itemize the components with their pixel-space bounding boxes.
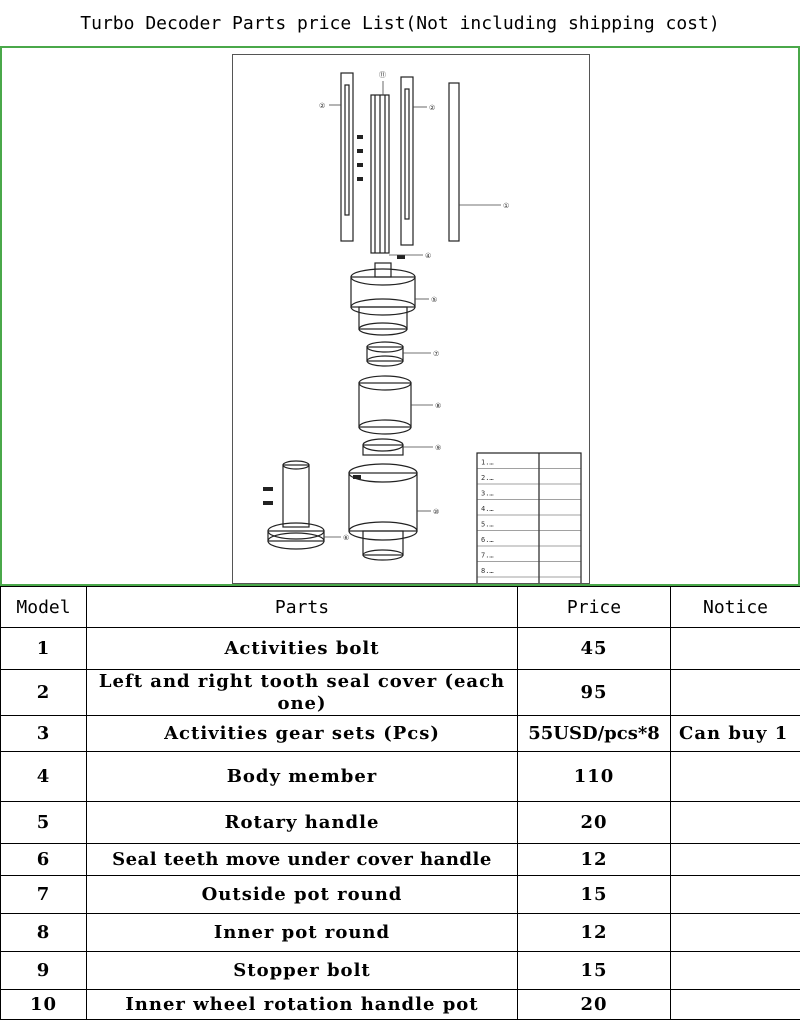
table-row: 3 Activities gear sets (Pcs) 55USD/pcs*8…: [1, 716, 800, 752]
cell-part: Outside pot round: [87, 876, 518, 914]
legend-item: 7.…: [481, 552, 494, 560]
legend-rows: 1.…2.…3.…4.…5.…6.…7.…8.…9.…10.…: [477, 459, 581, 584]
table-row: 6 Seal teeth move under cover handle 12: [1, 844, 800, 876]
callout-1: ①: [503, 202, 509, 210]
table-row: 8 Inner pot round 12: [1, 914, 800, 952]
activities-bolt-part: [449, 83, 459, 241]
table-row: 1 Activities bolt 45: [1, 628, 800, 670]
cell-price: 95: [518, 670, 671, 716]
legend-item: 9.…: [481, 583, 494, 584]
exploded-view-drawing: ② ② ① ④ ⑤ ⑦ ⑧ ⑨ ⑩ ⑥ ⑪ 1.… 2.… 3.… 4.… 5.… 6.……: [233, 55, 589, 583]
cell-model: 4: [1, 752, 87, 802]
cell-part: Rotary handle: [87, 802, 518, 844]
cell-price: 15: [518, 952, 671, 990]
callout-5: ⑤: [431, 296, 437, 304]
callout-7: ⑦: [433, 350, 439, 358]
cell-notice: [671, 752, 800, 802]
table-row: 9 Stopper bolt 15: [1, 952, 800, 990]
legend-item: 5.…: [481, 521, 494, 529]
cell-notice: [671, 670, 800, 716]
cell-model: 2: [1, 670, 87, 716]
page-title: Turbo Decoder Parts price List(Not inclu…: [0, 0, 800, 46]
cell-price: 12: [518, 914, 671, 952]
cell-price: 55USD/pcs*8: [518, 716, 671, 752]
cell-model: 6: [1, 844, 87, 876]
header-parts: Parts: [87, 587, 518, 628]
legend-item: 1.…: [481, 459, 494, 467]
cell-part: Seal teeth move under cover handle: [87, 844, 518, 876]
cell-notice: [671, 628, 800, 670]
header-notice: Notice: [671, 587, 800, 628]
legend-table-frame: [477, 453, 581, 583]
parts-price-table: Model Parts Price Notice 1 Activities bo…: [0, 586, 800, 1020]
callout-8: ⑧: [435, 402, 441, 410]
cell-notice: [671, 990, 800, 1020]
callout-11: ⑪: [379, 71, 386, 79]
callout-4: ④: [425, 252, 431, 260]
callout-10: ⑩: [433, 508, 439, 516]
cell-price: 110: [518, 752, 671, 802]
legend-item: 6.…: [481, 536, 494, 544]
callout-9: ⑨: [435, 444, 441, 452]
cell-model: 7: [1, 876, 87, 914]
callout-2-left: ②: [319, 102, 325, 110]
cell-part: Body member: [87, 752, 518, 802]
cell-notice: Can buy 1: [671, 716, 800, 752]
table-row: 4 Body member 110: [1, 752, 800, 802]
cell-part: Inner wheel rotation handle pot: [87, 990, 518, 1020]
cell-part: Inner pot round: [87, 914, 518, 952]
table-header-row: Model Parts Price Notice: [1, 587, 800, 628]
legend-item: 4.…: [481, 505, 494, 513]
cell-model: 5: [1, 802, 87, 844]
cell-model: 10: [1, 990, 87, 1020]
right-seal-cover-part: [401, 77, 413, 245]
cell-model: 1: [1, 628, 87, 670]
cell-part: Stopper bolt: [87, 952, 518, 990]
cell-price: 12: [518, 844, 671, 876]
cell-part: Left and right tooth seal cover (each on…: [87, 670, 518, 716]
cell-price: 45: [518, 628, 671, 670]
table-row: 10 Inner wheel rotation handle pot 20: [1, 990, 800, 1020]
cell-notice: [671, 876, 800, 914]
cell-notice: [671, 952, 800, 990]
callout-6: ⑥: [343, 534, 349, 542]
header-model: Model: [1, 587, 87, 628]
exploded-parts-diagram: ② ② ① ④ ⑤ ⑦ ⑧ ⑨ ⑩ ⑥ ⑪ 1.… 2.… 3.… 4.… 5.… 6.……: [232, 54, 590, 584]
callout-2-right: ②: [429, 104, 435, 112]
cover-handle-part: [283, 465, 309, 527]
table-row: 2 Left and right tooth seal cover (each …: [1, 670, 800, 716]
legend-item: 8.…: [481, 567, 494, 575]
cell-price: 15: [518, 876, 671, 914]
legend-item: 3.…: [481, 490, 494, 498]
cell-model: 8: [1, 914, 87, 952]
cell-model: 9: [1, 952, 87, 990]
legend-item: 2.…: [481, 474, 494, 482]
cell-part: Activities bolt: [87, 628, 518, 670]
cell-part: Activities gear sets (Pcs): [87, 716, 518, 752]
left-seal-cover-part: [341, 73, 353, 241]
header-price: Price: [518, 587, 671, 628]
table-row: 5 Rotary handle 20: [1, 802, 800, 844]
cell-notice: [671, 802, 800, 844]
cell-price: 20: [518, 990, 671, 1020]
cell-price: 20: [518, 802, 671, 844]
cell-notice: [671, 914, 800, 952]
table-row: 7 Outside pot round 15: [1, 876, 800, 914]
cell-notice: [671, 844, 800, 876]
cell-model: 3: [1, 716, 87, 752]
parts-diagram-frame: ② ② ① ④ ⑤ ⑦ ⑧ ⑨ ⑩ ⑥ ⑪ 1.… 2.… 3.… 4.… 5.… 6.……: [0, 46, 800, 586]
